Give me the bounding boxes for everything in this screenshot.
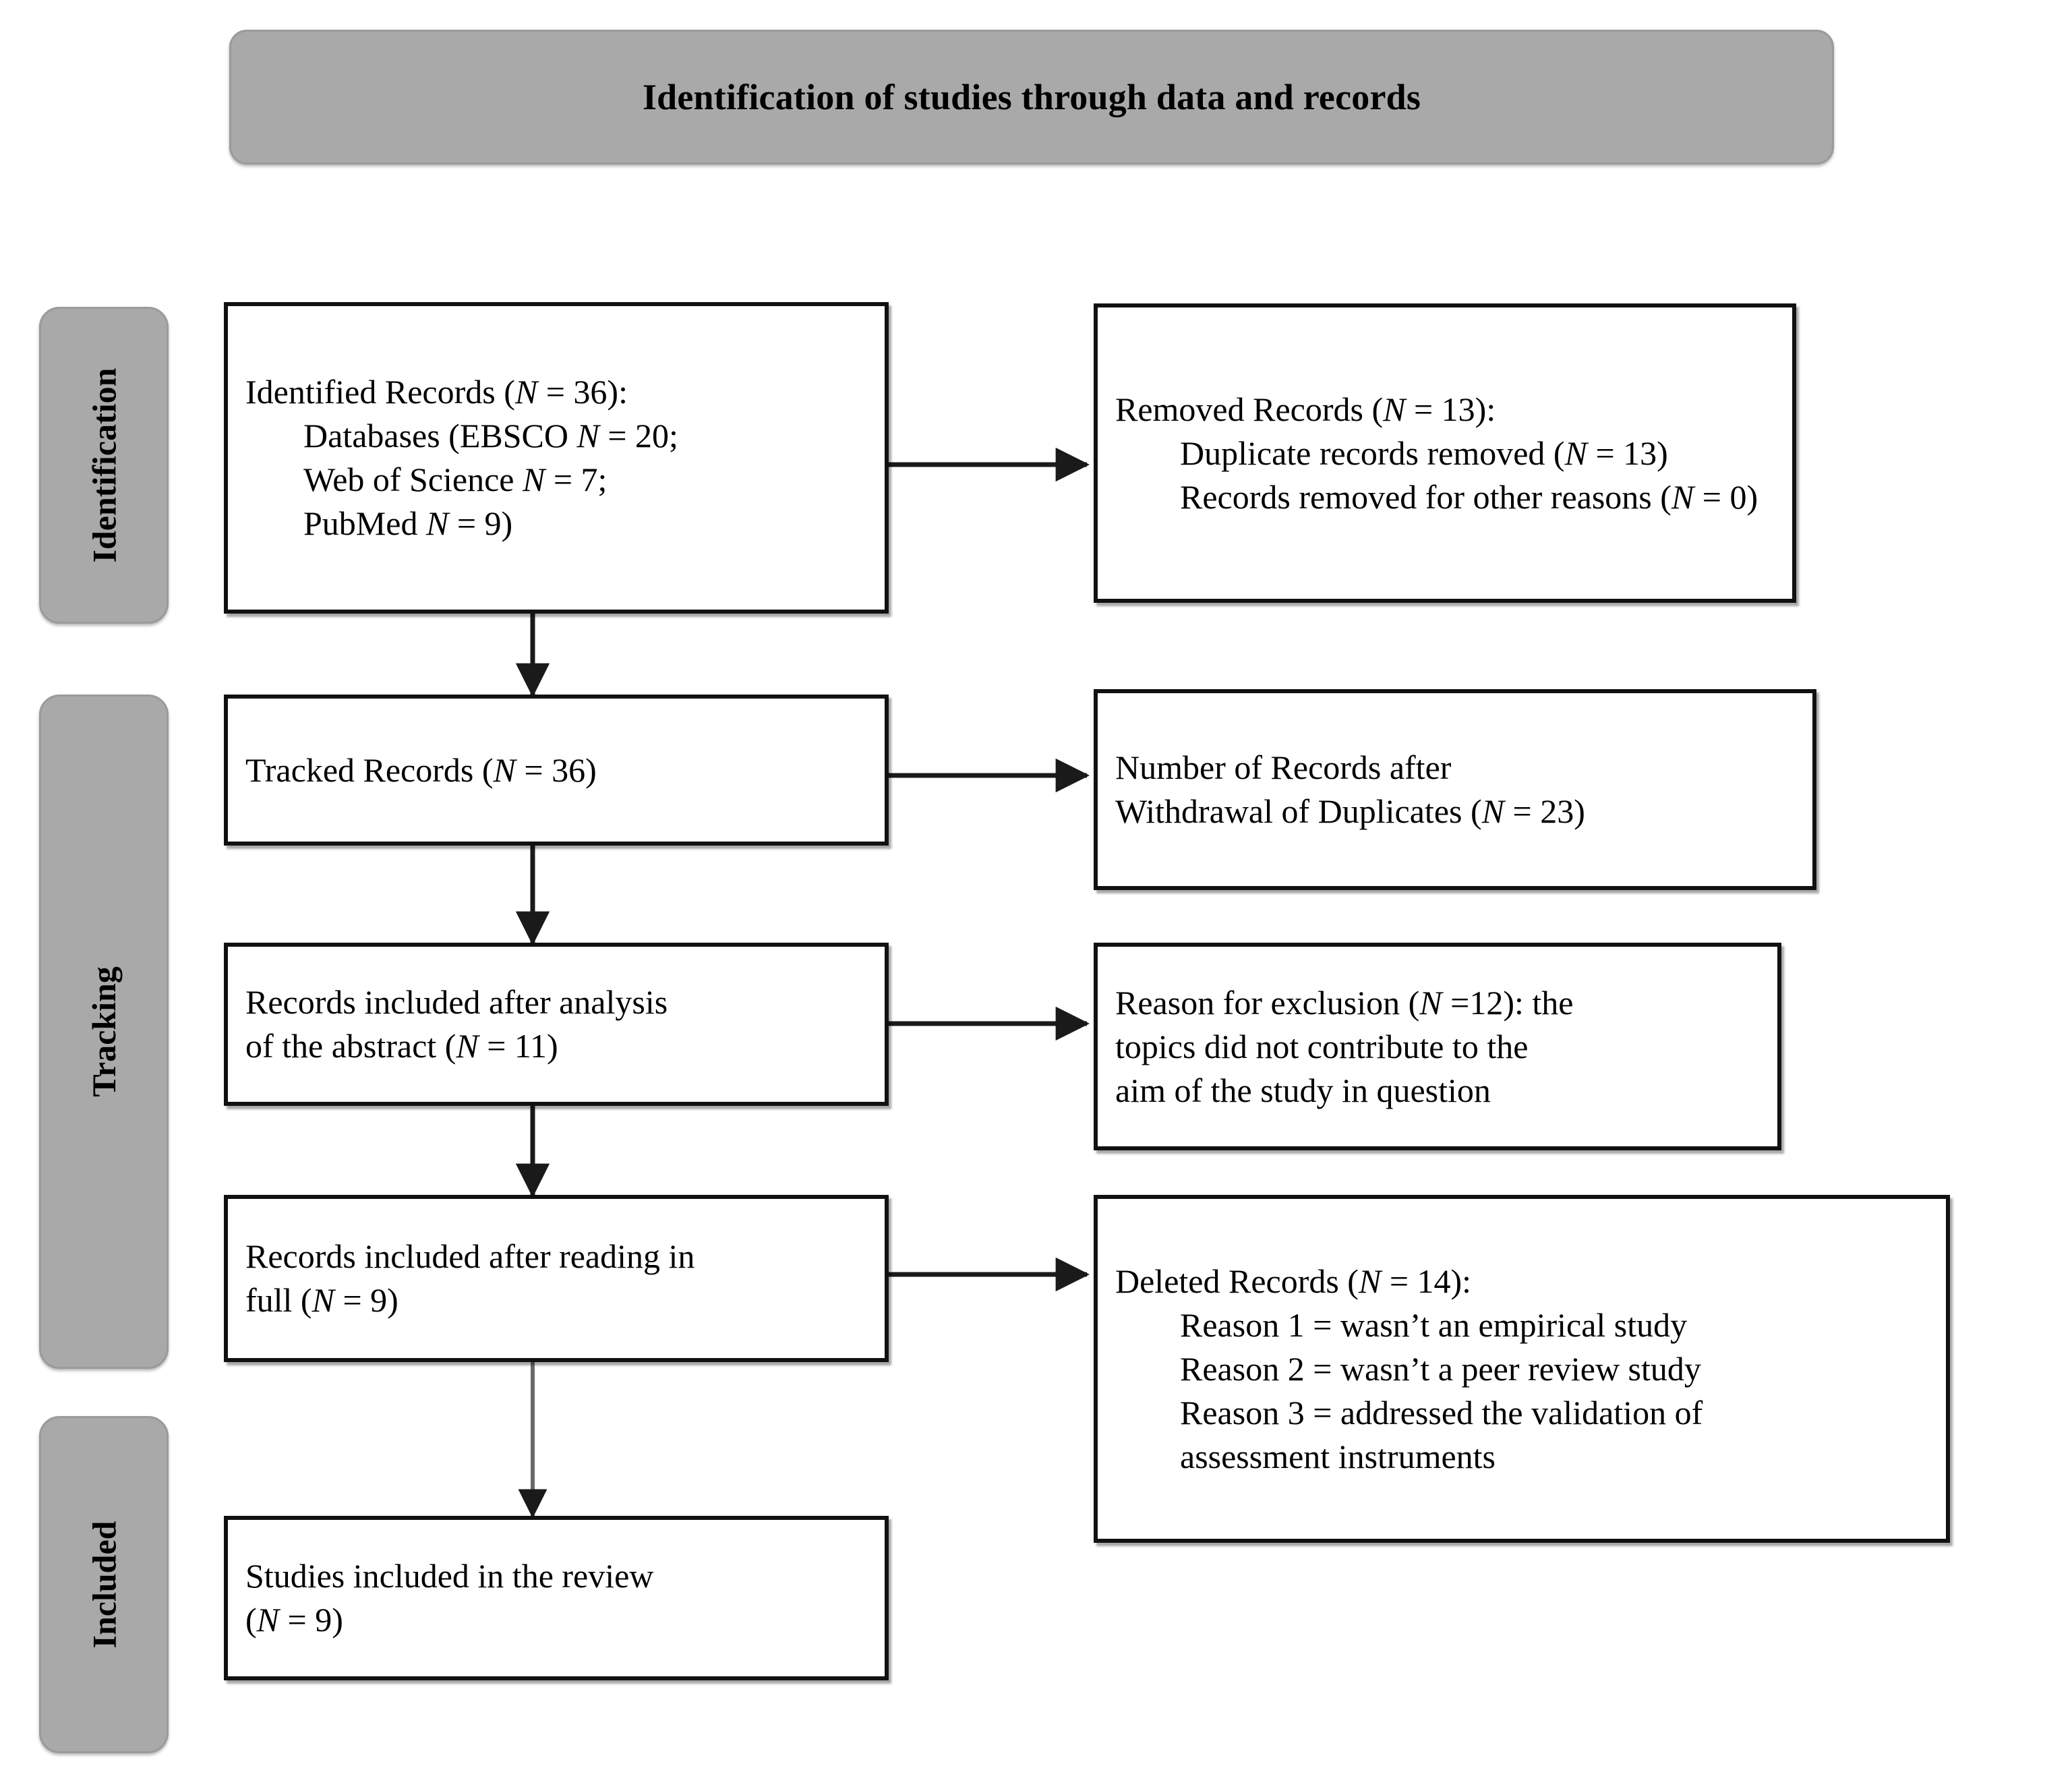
box-line: Reason 1 = wasn’t an empirical study xyxy=(1180,1305,1688,1344)
box-line: Records included after analysis xyxy=(245,983,668,1021)
box-line: Records included after reading in xyxy=(245,1237,695,1275)
box-line: aim of the study in question xyxy=(1115,1071,1491,1109)
banner-title: Identification of studies through data a… xyxy=(642,77,1421,117)
box-line: Tracked Records (N = 36) xyxy=(245,750,597,789)
box-line: Studies included in the review xyxy=(245,1557,654,1595)
tracked-records-box: Tracked Records (N = 36) xyxy=(224,695,889,846)
box-line: of the abstract (N = 11) xyxy=(245,1027,558,1065)
box-line: Databases (EBSCO N = 20; xyxy=(303,417,678,454)
studies-included-box: Studies included in the review (N = 9) xyxy=(224,1516,889,1680)
box-line: Reason 3 = addressed the validation of xyxy=(1180,1393,1703,1432)
records-after-abstract-box: Records included after analysis of the a… xyxy=(224,943,889,1106)
exclusion-reason-box: Reason for exclusion (N =12): the topics… xyxy=(1094,943,1781,1150)
box-line: assessment instruments xyxy=(1180,1437,1496,1475)
stage-label-included: Included xyxy=(85,1521,123,1649)
box-line: topics did not contribute to the xyxy=(1115,1027,1529,1065)
stage-pill-identification: Identification xyxy=(39,307,169,624)
box-line: Removed Records (N = 13): xyxy=(1115,390,1496,428)
box-line: Web of Science N = 7; xyxy=(303,461,608,498)
removed-records-box: Removed Records (N = 13): Duplicate reco… xyxy=(1094,303,1796,603)
stage-label-tracking: Tracking xyxy=(85,966,123,1097)
records-after-fulltext-box: Records included after reading in full (… xyxy=(224,1195,889,1362)
box-line: Identified Records (N = 36): xyxy=(245,373,628,411)
box-line: full (N = 9) xyxy=(245,1281,398,1319)
stage-label-identification: Identification xyxy=(85,367,123,563)
box-line: Duplicate records removed (N = 13) xyxy=(1180,434,1668,472)
box-line: Reason 2 = wasn’t a peer review study xyxy=(1180,1349,1701,1388)
box-line: Withdrawal of Duplicates (N = 23) xyxy=(1115,792,1585,830)
identified-records-box: Identified Records (N = 36): Databases (… xyxy=(224,302,889,614)
box-line: (N = 9) xyxy=(245,1601,343,1639)
box-line: PubMed N = 9) xyxy=(303,504,513,542)
box-line: Number of Records after xyxy=(1115,748,1452,786)
diagram-banner: Identification of studies through data a… xyxy=(229,30,1834,165)
box-line: Reason for exclusion (N =12): the xyxy=(1115,983,1574,1022)
box-line: Deleted Records (N = 14): xyxy=(1115,1262,1472,1300)
box-line: Records removed for other reasons (N = 0… xyxy=(1180,477,1758,516)
records-after-duplicates-box: Number of Records after Withdrawal of Du… xyxy=(1094,689,1816,890)
stage-pill-tracking: Tracking xyxy=(39,695,169,1369)
stage-pill-included: Included xyxy=(39,1416,169,1753)
deleted-records-box: Deleted Records (N = 14): Reason 1 = was… xyxy=(1094,1195,1950,1543)
